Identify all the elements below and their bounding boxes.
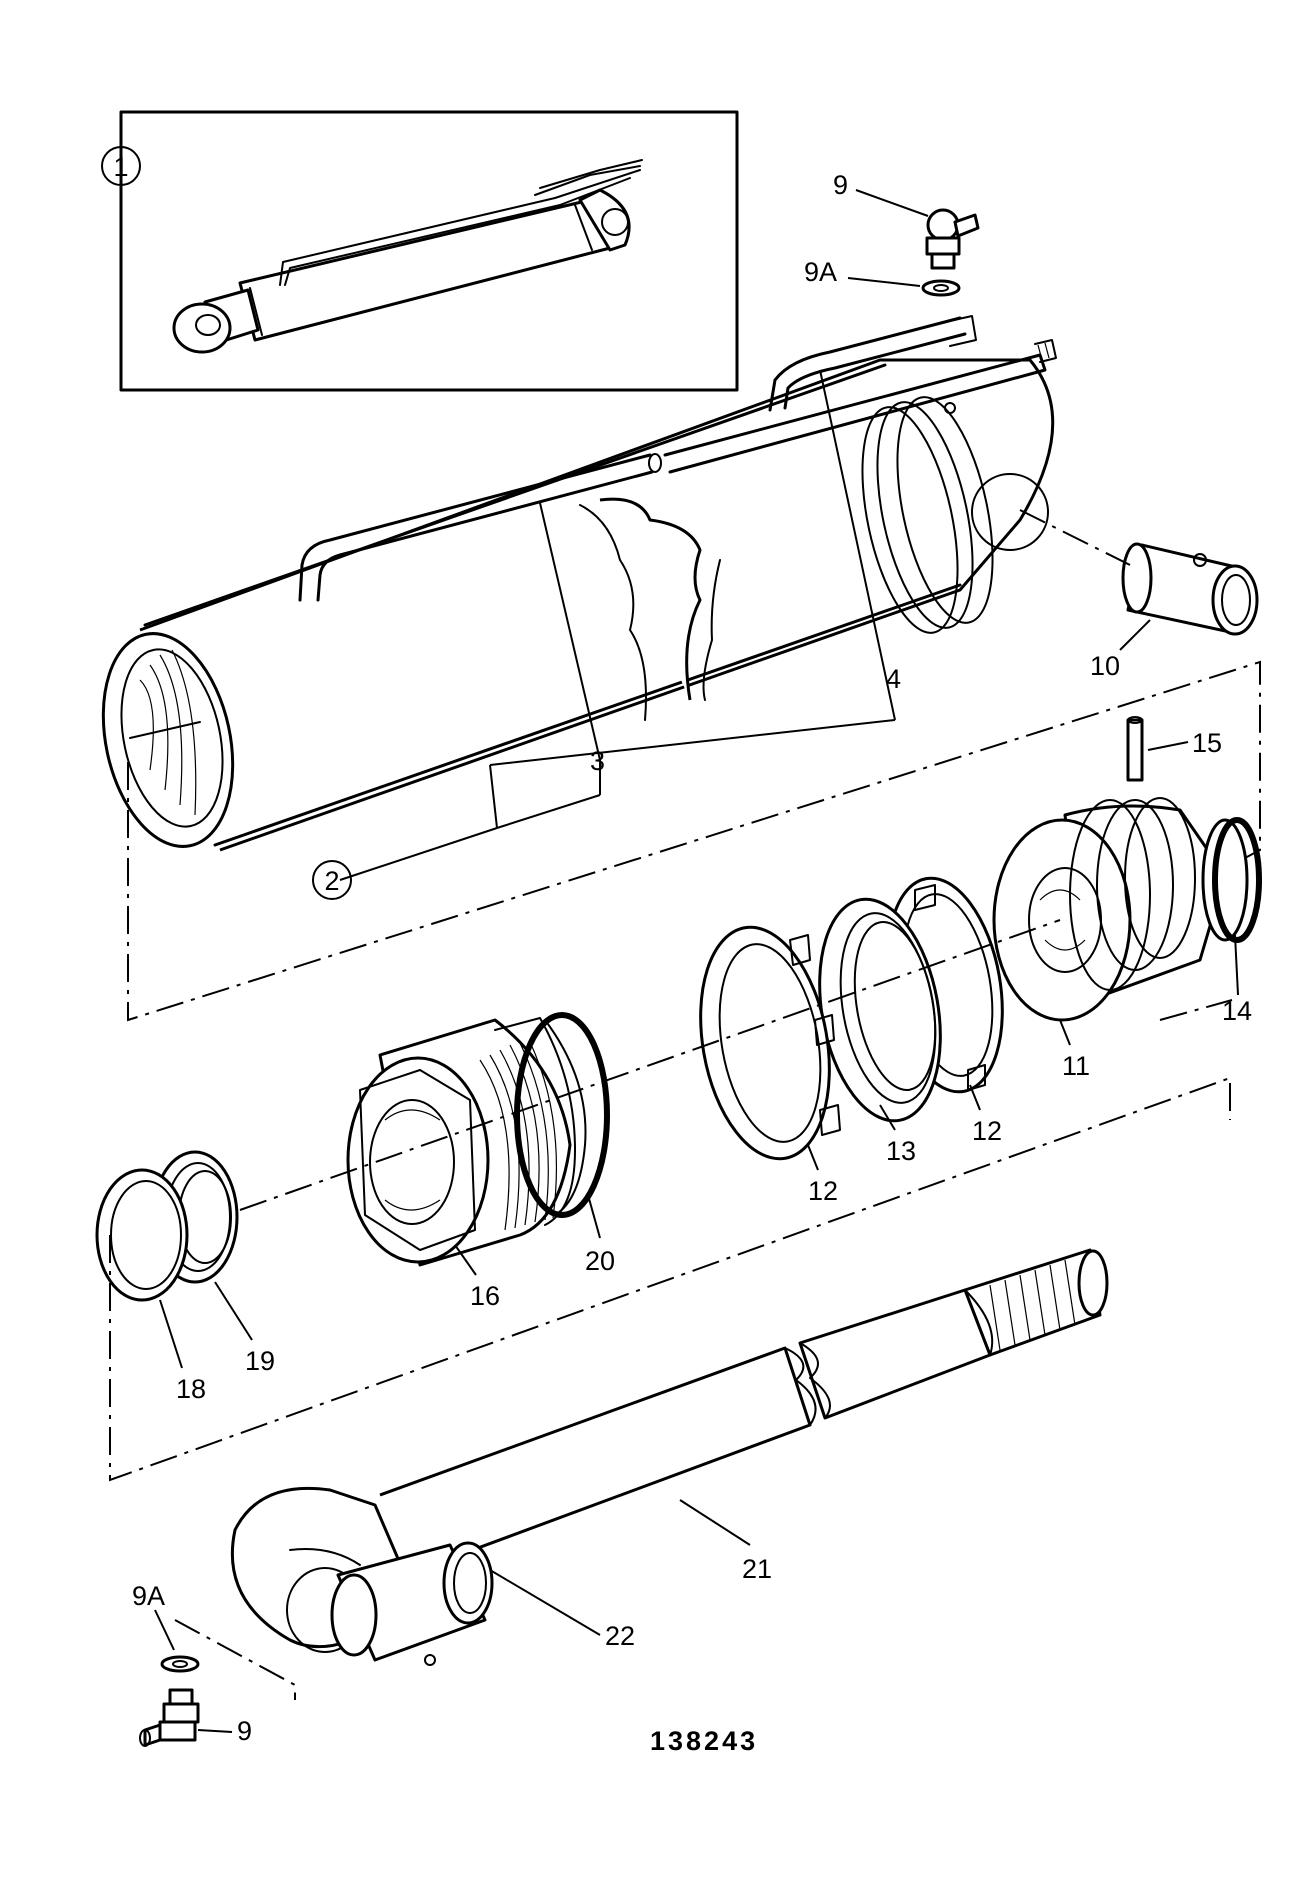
callout-10: 10 (1090, 651, 1120, 681)
callout-21: 21 (742, 1554, 772, 1584)
callout-9-bottom: 9 (237, 1716, 252, 1746)
callout-15: 15 (1192, 728, 1222, 758)
cylinder-tube: 4 3 2 (101, 315, 1057, 900)
grease-nipple-bottom: 9A 9 (132, 1581, 296, 1747)
callout-12-b: 12 (972, 1116, 1002, 1146)
callout-22: 22 (605, 1621, 635, 1651)
callout-9a-bottom: 9A (132, 1581, 165, 1611)
catalog-number: 138243 (650, 1726, 758, 1756)
callout-11: 11 (1062, 1051, 1090, 1081)
callout-16: 16 (470, 1281, 500, 1311)
callout-1: 1 (113, 152, 128, 182)
wiper-and-seal: 19 18 (95, 1150, 275, 1404)
gland-nut: 20 16 (346, 1012, 615, 1311)
callout-13: 13 (886, 1136, 916, 1166)
callout-4: 4 (886, 664, 901, 694)
pivot-bush: 10 (1019, 509, 1259, 681)
callout-20: 20 (585, 1246, 615, 1276)
piston-rod: 21 22 (230, 1248, 1109, 1666)
wear-rings: 12 13 12 (699, 876, 1004, 1206)
callout-2: 2 (324, 866, 339, 896)
callout-19: 19 (245, 1346, 275, 1376)
callout-18: 18 (176, 1374, 206, 1404)
grease-nipple-top: 9 9A (804, 170, 980, 297)
callout-9a-top: 9A (804, 257, 837, 287)
callout-12-a: 12 (808, 1176, 838, 1206)
callout-3: 3 (590, 746, 605, 776)
piston-assembly: 15 14 11 (992, 716, 1262, 1081)
inset-assembled-cylinder: 1 (101, 110, 739, 392)
callout-9-top: 9 (833, 170, 848, 200)
